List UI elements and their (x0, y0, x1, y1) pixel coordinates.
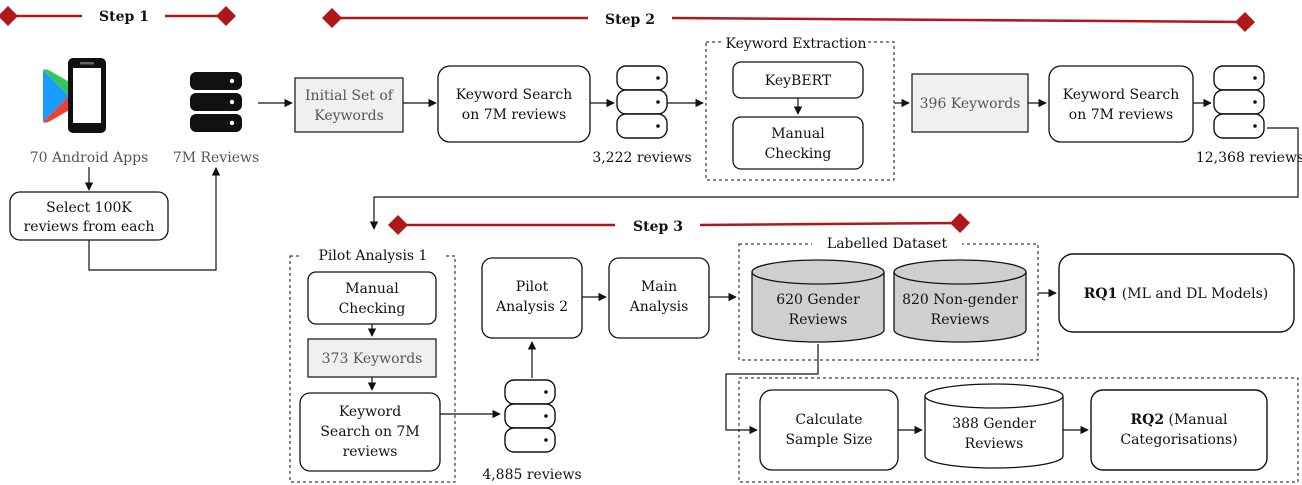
keyword-search-3-line3: reviews (343, 444, 398, 460)
keyword-search-1-line1: Keyword Search (456, 87, 573, 103)
apps-label: 70 Android Apps (30, 150, 149, 166)
group-label-bg (724, 36, 868, 50)
sample-size-box (759, 389, 899, 471)
keywords-373-label: 373 Keywords (322, 351, 423, 367)
sample-size-line1: Calculate (795, 412, 862, 428)
gender-388-line2: Reviews (965, 436, 1024, 452)
nongender-reviews-line1: 820 Non-gender (902, 292, 1018, 308)
manual-checking-line1: Manual (771, 126, 825, 142)
main-analysis-box (608, 257, 710, 339)
pilot2-line2: Analysis 2 (495, 299, 568, 315)
step3-label: Step 3 (633, 219, 683, 235)
pilot-analysis-1-group (289, 255, 456, 483)
pilot2-line1: Pilot (516, 279, 549, 295)
keyword-search-3-line1: Keyword (339, 404, 401, 420)
initial-keywords-line2: Keywords (314, 108, 384, 124)
keybert-label: KeyBERT (765, 73, 832, 89)
keyword-search-1-line2: on 7M reviews (462, 107, 566, 123)
reviews-count-1: 3,222 reviews (592, 150, 691, 166)
initial-keywords-line1: Initial Set of (305, 88, 395, 104)
select-box-line2: reviews from each (24, 219, 155, 235)
manual-checking-2-line2: Checking (339, 301, 406, 317)
labelled-dataset-group (738, 243, 1039, 361)
rq1-box (1058, 253, 1295, 333)
nongender-reviews-cylinder (893, 259, 1027, 343)
rq1-rest: (ML and DL Models) (1117, 286, 1268, 302)
rq1-label: RQ1 (ML and DL Models) (1084, 286, 1268, 302)
database-icon (190, 72, 242, 132)
main-analysis-line1: Main (641, 279, 677, 295)
keyword-search-1-box (437, 65, 591, 143)
pilot-analysis-2-box (481, 257, 583, 339)
gender-388-cylinder (924, 383, 1064, 469)
gender-reviews-line1: 620 Gender (776, 292, 860, 308)
arrow-select-to-reviews (88, 167, 221, 271)
keywords-396-box (911, 73, 1029, 133)
step2-header: Step 2 (322, 8, 1255, 32)
keyword-extraction-group (705, 41, 895, 181)
reviews-7m-label: 7M Reviews (173, 150, 259, 166)
keywords-373-box (307, 338, 437, 378)
keyword-extraction-label: Keyword Extraction (726, 36, 867, 52)
manual-checking-line2: Checking (765, 146, 832, 162)
select-box-line1: Select 100K (46, 200, 132, 216)
group-label-bg (812, 236, 962, 250)
sample-size-line2: Sample Size (785, 432, 872, 448)
gender-reviews-line2: Reviews (789, 312, 848, 328)
pilot-analysis-1-label: Pilot Analysis 1 (319, 248, 428, 264)
arrow-gender-to-sample (725, 344, 819, 435)
rq2-box (1090, 389, 1268, 471)
rq2-rest-1: (Manual (1164, 412, 1228, 428)
step1-header: Step 1 (0, 6, 236, 26)
keyword-search-2-line2: on 7M reviews (1069, 107, 1173, 123)
keywords-396-label: 396 Keywords (920, 96, 1021, 112)
keyword-search-2-box (1048, 65, 1194, 143)
keyword-search-3-box (299, 392, 441, 472)
group-label-bg (300, 248, 444, 262)
step1-label: Step 1 (99, 9, 149, 25)
reviews-count-3: 4,885 reviews (482, 467, 581, 483)
step2-label: Step 2 (605, 12, 655, 28)
gender-reviews-cylinder (751, 259, 885, 343)
manual-checking-box (732, 116, 864, 170)
phone-icon (68, 58, 106, 133)
main-analysis-line2: Analysis (629, 299, 689, 315)
manual-checking-2-line1: Manual (345, 281, 399, 297)
rq2-label-line1: RQ2 (Manual (1130, 412, 1228, 428)
step3-header: Step 3 (388, 213, 970, 235)
rq1-bold: RQ1 (1084, 286, 1118, 302)
gender-388-line1: 388 Gender (952, 416, 1036, 432)
arrow-step2-to-step3 (369, 127, 1299, 230)
nongender-reviews-line2: Reviews (931, 312, 990, 328)
database-icon (1213, 65, 1265, 139)
database-icon (616, 65, 668, 139)
reviews-count-2: 12,368 reviews (1196, 150, 1302, 166)
rq2-label-line2: Categorisations) (1120, 432, 1237, 448)
initial-keywords-box (294, 77, 404, 133)
keyword-search-3-line2: Search on 7M (320, 424, 419, 440)
rq2-bold: RQ2 (1130, 412, 1164, 428)
keyword-search-2-line1: Keyword Search (1063, 87, 1180, 103)
database-icon (504, 379, 556, 453)
labelled-dataset-label: Labelled Dataset (827, 236, 948, 252)
